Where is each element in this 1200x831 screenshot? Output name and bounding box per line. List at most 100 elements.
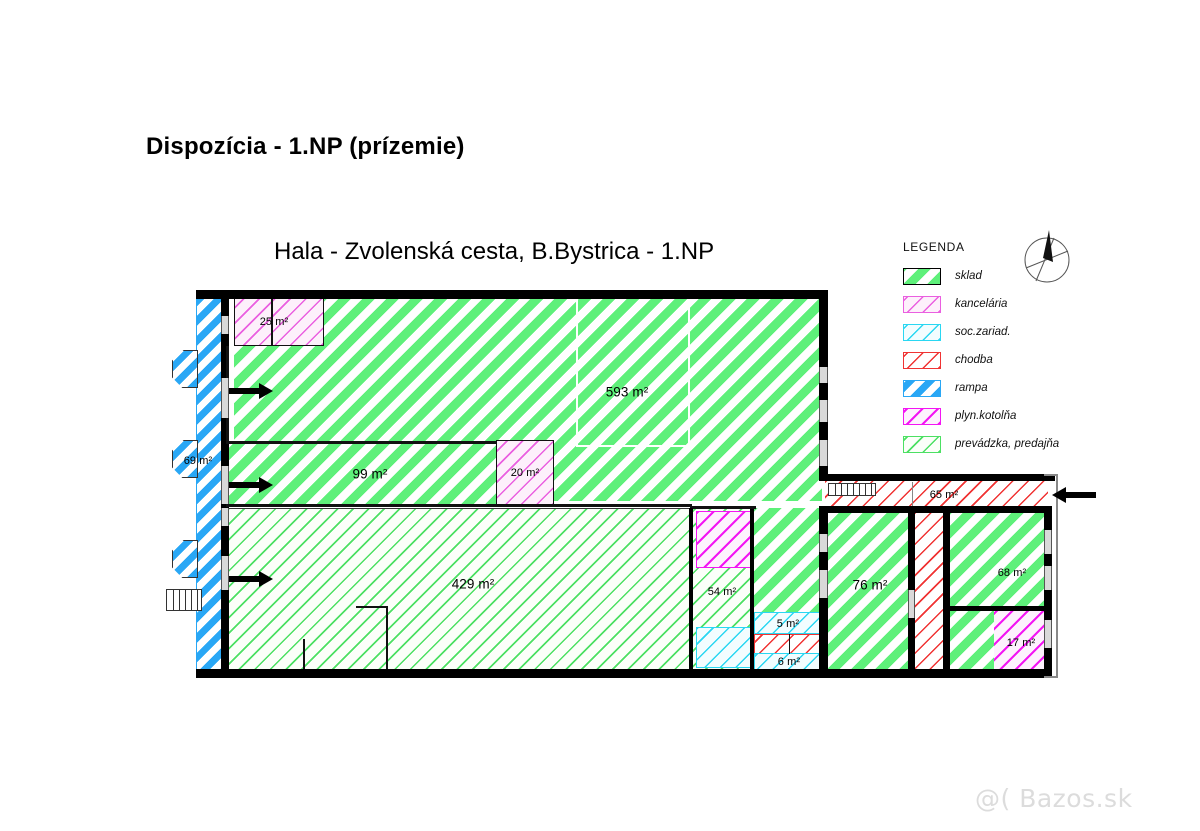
building-edge-right <box>1056 474 1058 678</box>
wall-top-right-wing <box>819 474 1055 481</box>
legend-item-plyn-kotolna: plyn.kotolňa <box>903 402 1078 430</box>
legend-item-soc-zariad: soc.zariad. <box>903 318 1078 346</box>
room-label-593: 593 m² <box>605 384 649 400</box>
stub-wall-429-horizontal <box>356 606 388 608</box>
ramp-dock-notch-3 <box>172 540 198 578</box>
door-gap-76-corridor <box>908 590 915 618</box>
wall-68-17 <box>943 606 1049 611</box>
wall-54-right <box>750 508 754 670</box>
legend-swatch-sklad <box>903 267 941 285</box>
room-sklad-68 <box>949 512 1048 609</box>
exterior-stairs <box>166 589 202 611</box>
entry-arrow-1 <box>229 382 273 400</box>
partition-line-593-horizontal <box>576 445 690 447</box>
legend-label-sklad: sklad <box>955 270 982 282</box>
entry-arrow-3 <box>229 570 273 588</box>
door-gap-left-1 <box>221 316 229 334</box>
wall-right-main-hall <box>819 290 828 480</box>
room-plyn-kotolna-17 <box>994 611 1048 670</box>
wall-76-corridor <box>908 506 915 672</box>
legend-label-soc-zariad: soc.zariad. <box>955 326 1011 338</box>
legend-label-rampa: rampa <box>955 382 988 394</box>
room-label-6: 6 m² <box>777 656 801 668</box>
legend-swatch-chodba <box>903 351 941 369</box>
door-gap-right-hall-2 <box>819 400 828 422</box>
room-sklad-76 <box>825 512 911 670</box>
divider-5-6 <box>789 634 791 654</box>
door-gap-left-2 <box>221 378 229 418</box>
wall-bottom-main <box>196 669 826 678</box>
ramp-dock-notch-1 <box>172 350 198 388</box>
door-gap-left-3 <box>221 466 229 504</box>
stub-wall-429-vertical-left <box>303 639 305 670</box>
room-kancelaria-25 <box>234 298 324 346</box>
room-rampa-69 <box>196 292 224 677</box>
room-plyn-kotolna <box>696 511 754 568</box>
room-sklad-middle-right <box>754 508 822 612</box>
room-label-76: 76 m² <box>852 577 888 593</box>
room-label-54: 54 m² <box>707 586 737 598</box>
room-soc-6 <box>754 653 822 670</box>
room-sklad-sliver-bottom <box>949 611 994 670</box>
room-soc-5 <box>754 612 822 634</box>
room-label-68: 68 m² <box>997 567 1027 579</box>
room-label-17: 17 m² <box>1006 637 1036 649</box>
door-gap-left-5 <box>221 556 229 590</box>
wall-99-top <box>226 441 496 444</box>
room-soc-zariad-left <box>696 627 754 668</box>
wall-54-top <box>690 506 756 509</box>
legend-title: LEGENDA <box>903 240 965 254</box>
legend-item-chodba: chodba <box>903 346 1078 374</box>
door-gap-right-outer-1 <box>1044 530 1052 554</box>
partition-line-593-left <box>576 300 578 447</box>
legend-label-prevadzka: prevádzka, predajňa <box>955 438 1060 450</box>
wall-top-main <box>196 290 828 299</box>
legend-item-sklad: sklad <box>903 262 1078 290</box>
wall-99-bottom <box>226 504 692 507</box>
legend-swatch-kancelaria <box>903 295 941 313</box>
legend-swatch-rampa <box>903 379 941 397</box>
watermark: @( Bazos.sk <box>975 784 1133 813</box>
plan-title: Hala - Zvolenská cesta, B.Bystrica - 1.N… <box>274 238 715 265</box>
room-label-25: 25 m² <box>259 316 289 328</box>
door-gap-left-4 <box>221 508 229 526</box>
door-gap-right-wing-2 <box>819 570 828 598</box>
wall-429-54 <box>689 508 693 670</box>
door-gap-right-hall-1 <box>819 367 828 383</box>
legend-label-kancelaria: kancelária <box>955 298 1008 310</box>
entry-arrow-right <box>1052 486 1096 504</box>
page-title: Dispozícia - 1.NP (prízemie) <box>146 133 465 160</box>
north-arrow-icon <box>1019 228 1075 288</box>
door-gap-right-hall-3 <box>819 440 828 466</box>
room-label-429: 429 m² <box>451 576 495 592</box>
wall-corridor-68 <box>943 506 950 672</box>
room-chodba-65 <box>825 481 1048 509</box>
door-gap-right-outer-2 <box>1044 566 1052 590</box>
legend-swatch-prevadzka <box>903 435 941 453</box>
interior-stairs-corridor <box>828 483 876 496</box>
stub-wall-429-vertical-right <box>386 606 388 670</box>
corridor-65-divider <box>912 482 914 508</box>
kancelaria-25-divider <box>271 299 273 345</box>
building-edge-right-top <box>1044 474 1058 476</box>
legend-item-kancelaria: kancelária <box>903 290 1078 318</box>
room-label-65: 65 m² <box>929 489 959 501</box>
building-edge-right-bottom <box>1044 676 1058 678</box>
room-label-99: 99 m² <box>352 466 388 482</box>
door-gap-right-wing-1 <box>819 534 828 552</box>
legend-label-plyn-kotolna: plyn.kotolňa <box>955 410 1017 422</box>
room-label-5: 5 m² <box>776 618 800 630</box>
wall-right-outer <box>1044 506 1052 678</box>
corridor-vertical-right-wing <box>914 512 946 670</box>
legend-item-rampa: rampa <box>903 374 1078 402</box>
entry-arrow-2 <box>229 476 273 494</box>
room-kancelaria-20 <box>496 440 554 506</box>
room-label-69: 69 m² <box>183 455 213 467</box>
wall-bottom-right-wing <box>819 669 1052 678</box>
partition-line-593-vertical <box>688 300 690 447</box>
legend: LEGENDA sklad kancelária soc.zariad. cho… <box>903 240 1078 458</box>
legend-swatch-plyn-kotolna <box>903 407 941 425</box>
wall-below-corridor-65 <box>819 506 1048 513</box>
